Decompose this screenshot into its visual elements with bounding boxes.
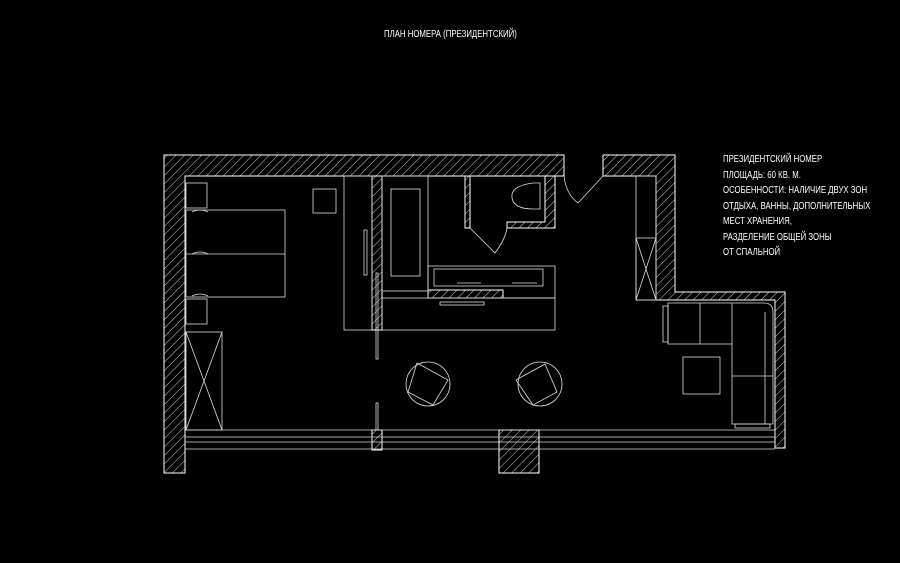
description-line: ПРЕЗИДЕНТСКИЙ НОМЕР (723, 154, 823, 165)
bath-counter (381, 297, 556, 331)
bathroom (381, 175, 556, 331)
outer-wall-left-top (163, 154, 565, 474)
description-line: РАЗДЕЛЕНИЕ ОБЩЕЙ ЗОНЫ (723, 231, 832, 243)
description-line: ПЛОЩАДЬ: 60 КВ. М. (723, 169, 801, 181)
coffee-table (682, 356, 721, 395)
plan-description: ПРЕЗИДЕНТСКИЙ НОМЕР ПЛОЩАДЬ: 60 КВ. М. О… (723, 152, 870, 261)
living-area (405, 175, 774, 429)
outer-wall-right (602, 154, 786, 449)
bathtub-area (381, 175, 429, 292)
bed (185, 209, 286, 298)
description-line: ОСОБЕННОСТИ: НАЛИЧИЕ ДВУХ ЗОН (723, 185, 868, 196)
toilet (511, 182, 541, 210)
partition-wall (371, 175, 383, 331)
sliding-door (375, 272, 379, 360)
column-large (498, 429, 540, 474)
entrance-door (563, 175, 604, 204)
description-line: ОТДЫХА, ВАННЫ, ДОПОЛНИТЕЛЬНЫХ (723, 200, 871, 212)
column-small (371, 429, 383, 451)
doors (375, 175, 604, 431)
armchair (405, 361, 451, 407)
vanity-wall (427, 289, 504, 299)
window (185, 429, 775, 450)
wardrobe (185, 331, 223, 431)
nightstand (185, 298, 208, 325)
nightstand (185, 182, 208, 209)
bedroom (185, 175, 373, 431)
wc-wall-right (506, 175, 556, 229)
description-line: МЕСТ ХРАНЕНИЯ, (723, 216, 792, 227)
corner-sofa (662, 302, 774, 429)
wc-wall-left (464, 175, 471, 229)
wc-door (469, 227, 508, 254)
bathtub (390, 188, 421, 277)
armchair (515, 361, 563, 407)
description-line: ОТ СПАЛЬНОЙ (723, 247, 781, 258)
closet (343, 175, 373, 331)
plan-title: ПЛАН НОМЕРА (ПРЕЗИДЕНТСКИЙ) (384, 29, 517, 40)
walls (163, 154, 786, 474)
pouf (312, 188, 337, 214)
